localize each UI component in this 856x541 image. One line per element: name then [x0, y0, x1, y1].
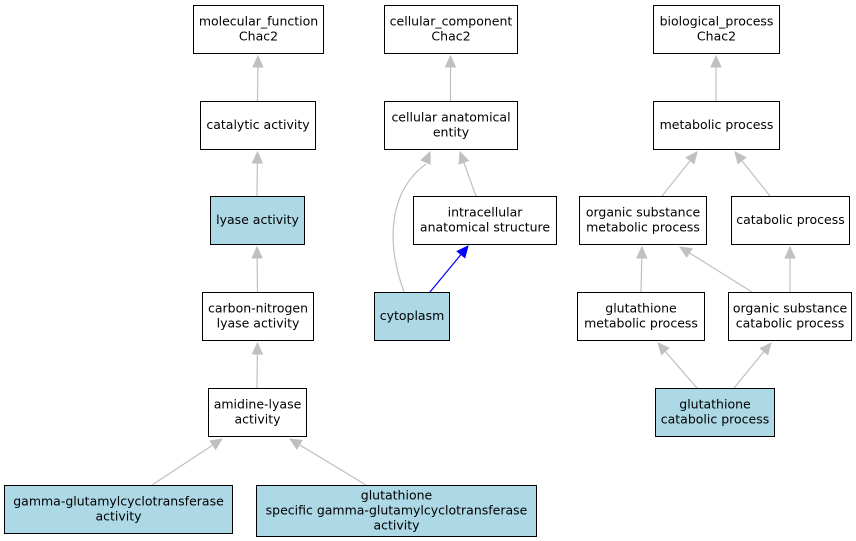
node-label-line: carbon-nitrogen [208, 301, 308, 316]
edge-ggct-to-amidine [151, 438, 224, 486]
node-label-line: molecular_function [199, 14, 318, 29]
node-box [202, 292, 314, 341]
node-label-line: metabolic process [586, 220, 700, 235]
node-lyase[interactable]: lyase activity [210, 196, 305, 245]
node-label-line: Chac2 [239, 29, 278, 44]
edge-oscp-to-catabolic [784, 245, 796, 292]
node-box [384, 101, 518, 150]
node-label-line: metabolic process [660, 117, 774, 132]
node-label-line: biological_process [660, 14, 774, 29]
node-box [731, 196, 850, 245]
edge-gmp-to-osmp [635, 245, 648, 293]
node-label-line: organic substance [586, 205, 701, 220]
node-box [4, 485, 233, 534]
edge-catalytic-to-mf_root [252, 54, 264, 102]
node-label-line: lyase activity [216, 212, 299, 227]
node-label-line: activity [234, 412, 281, 427]
edge-amidine-to-cn_lyase [251, 341, 264, 389]
node-label-line: glutathione [679, 397, 751, 412]
node-box [577, 292, 705, 341]
node-box [579, 196, 707, 245]
edge-oscp-to-osmp [678, 246, 753, 293]
edge-osmp-to-metabolic [661, 151, 698, 197]
node-box [208, 388, 307, 437]
edge-catabolic-to-metabolic [734, 151, 771, 197]
node-box [653, 5, 780, 54]
node-box [384, 5, 518, 54]
node-label-line: lyase activity [217, 316, 300, 331]
node-box [193, 5, 324, 54]
node-metabolic[interactable]: metabolic process [653, 101, 780, 150]
node-box [653, 101, 780, 150]
node-label-line: activity [95, 509, 142, 524]
node-box [728, 292, 852, 341]
edge-ias-to-cae [458, 150, 477, 197]
edge-cn_lyase-to-lyase [251, 245, 263, 293]
node-label-line: anatomical structure [420, 220, 550, 235]
node-cytoplasm[interactable]: cytoplasm [374, 292, 450, 341]
node-label-line: entity [433, 125, 470, 140]
node-label-line: glutathione [361, 488, 433, 503]
node-label-line: cellular_component [390, 14, 513, 29]
node-label-line: gamma-glutamylcyclotransferase [13, 494, 224, 509]
node-label-line: catabolic process [736, 316, 845, 331]
node-label-line: Chac2 [697, 29, 736, 44]
node-label-line: catabolic process [736, 212, 845, 227]
node-box [413, 196, 557, 245]
node-label-line: specific gamma-glutamylcyclotransferase [266, 503, 528, 518]
node-label-line: Chac2 [431, 29, 470, 44]
node-catabolic[interactable]: catabolic process [731, 196, 850, 245]
node-catalytic[interactable]: catalytic activity [200, 101, 316, 150]
node-label-line: cellular anatomical [391, 110, 510, 125]
node-label-line: activity [373, 518, 420, 533]
edge-cytoplasm-to-cae [392, 150, 431, 293]
edge-glut_ggct-to-amidine [288, 438, 367, 486]
node-label-line: amidine-lyase [214, 397, 302, 412]
edges-layer [151, 54, 796, 486]
node-label-line: catalytic activity [206, 117, 310, 132]
node-label-line: catabolic process [661, 412, 770, 427]
node-label-line: glutathione [605, 301, 677, 316]
node-label-line: intracellular [448, 205, 524, 220]
edge-gcp-to-oscp [733, 342, 772, 389]
node-box [374, 292, 450, 341]
edge-cae-to-cc_root [444, 54, 457, 101]
node-label-line: organic substance [733, 301, 848, 316]
node-box [200, 101, 316, 150]
node-label-line: metabolic process [584, 316, 698, 331]
node-box [210, 196, 305, 245]
node-box [655, 388, 775, 437]
node-label-line: cytoplasm [380, 308, 445, 323]
edge-cytoplasm-to-ias [429, 245, 469, 293]
edge-lyase-to-catalytic [251, 150, 264, 197]
edge-gcp-to-gmp [657, 342, 698, 389]
node-box [256, 485, 537, 537]
edge-metabolic-to-bp_root [710, 54, 722, 101]
